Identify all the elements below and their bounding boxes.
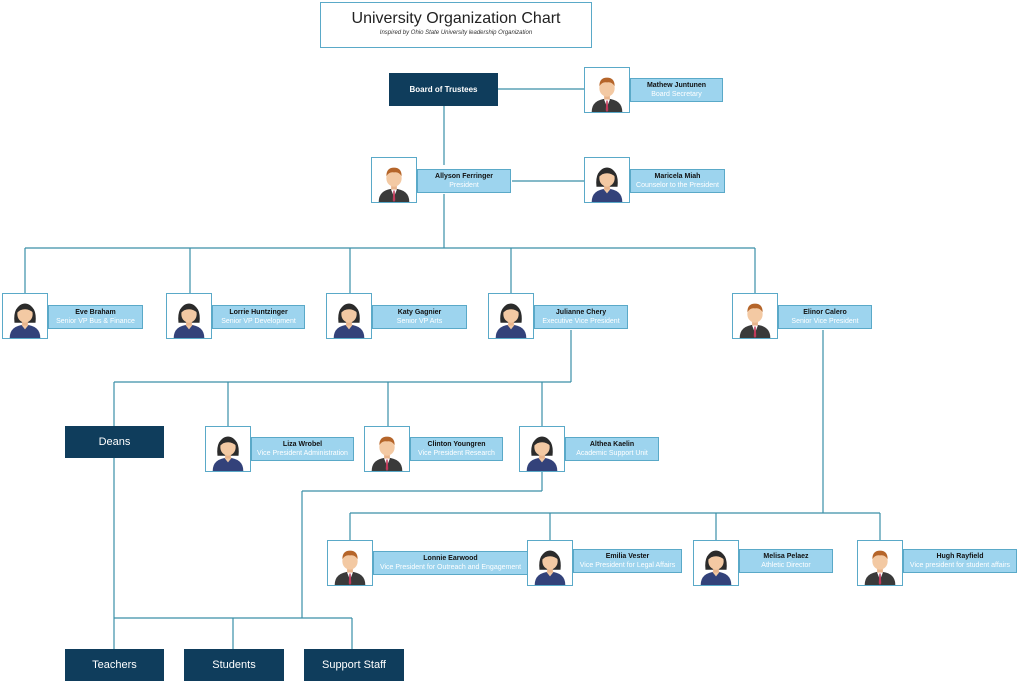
- person-role: Academic Support Unit: [576, 450, 648, 457]
- person-role: Senior VP Arts: [396, 318, 443, 325]
- maricela-photo[interactable]: [584, 157, 630, 203]
- male-avatar-icon: [365, 427, 409, 471]
- male-avatar-icon: [733, 294, 777, 338]
- person-name: Eve Braham: [75, 309, 116, 316]
- female-avatar-icon: [694, 541, 738, 585]
- person-role: Executive Vice President: [542, 318, 620, 325]
- male-avatar-icon: [372, 158, 416, 202]
- chart-subtitle: Inspired by Ohio State University leader…: [379, 30, 533, 36]
- person-name: Althea Kaelin: [589, 441, 635, 448]
- person-role: Vice President Research: [418, 450, 495, 457]
- person-name: Emilia Vester: [605, 553, 650, 560]
- board-of-trustees-box[interactable]: Board of Trustees: [389, 73, 498, 106]
- allyson-photo[interactable]: [371, 157, 417, 203]
- lorrie-photo[interactable]: [166, 293, 212, 339]
- eve-photo[interactable]: [2, 293, 48, 339]
- female-avatar-icon: [520, 427, 564, 471]
- female-avatar-icon: [528, 541, 572, 585]
- person-name: Hugh Rayfield: [936, 553, 984, 560]
- chart-title: University Organization Chart: [351, 10, 561, 27]
- students-box[interactable]: Students: [184, 649, 284, 681]
- person-role: Board Secretary: [651, 91, 702, 98]
- liza-photo[interactable]: [205, 426, 251, 472]
- person-name: Liza Wrobel: [282, 441, 323, 448]
- person-name: Melisa Pelaez: [763, 553, 809, 560]
- person-role: President: [449, 182, 479, 189]
- person-role: Vice President Administration: [257, 450, 348, 457]
- emilia-photo[interactable]: [527, 540, 573, 586]
- person-name: Lorrie Huntzinger: [229, 309, 288, 316]
- person-name: Allyson Ferringer: [435, 173, 493, 180]
- person-name: Maricela Miah: [654, 173, 701, 180]
- person-role: Vice President for Legal Affairs: [579, 562, 676, 569]
- julianne-photo[interactable]: [488, 293, 534, 339]
- deans-box[interactable]: Deans: [65, 426, 164, 458]
- person-name: Katy Gagnier: [397, 309, 442, 316]
- althea-photo[interactable]: [519, 426, 565, 472]
- person-name: Mathew Juntunen: [646, 82, 707, 89]
- person-name: Lonnie Earwood: [423, 555, 478, 562]
- person-name: Elinor Calero: [803, 309, 847, 316]
- female-avatar-icon: [167, 294, 211, 338]
- chart-title-box: University Organization Chart Inspired b…: [320, 2, 592, 48]
- lonnie-photo[interactable]: [327, 540, 373, 586]
- female-avatar-icon: [206, 427, 250, 471]
- person-name: Julianne Chery: [555, 309, 607, 316]
- teachers-box[interactable]: Teachers: [65, 649, 164, 681]
- person-name: Clinton Youngren: [427, 441, 486, 448]
- clinton-photo[interactable]: [364, 426, 410, 472]
- female-avatar-icon: [327, 294, 371, 338]
- person-role: Senior VP Bus & Finance: [56, 318, 135, 325]
- person-role: Senior Vice President: [791, 318, 859, 325]
- person-role: Athletic Director: [761, 562, 811, 569]
- female-avatar-icon: [489, 294, 533, 338]
- elinor-photo[interactable]: [732, 293, 778, 339]
- female-avatar-icon: [3, 294, 47, 338]
- person-role: Vice president for student affairs: [909, 562, 1011, 569]
- katy-photo[interactable]: [326, 293, 372, 339]
- person-role: Senior VP Development: [221, 318, 296, 325]
- male-avatar-icon: [585, 68, 629, 112]
- person-role: Counselor to the President: [636, 182, 719, 189]
- person-role: Vice President for Outreach and Engageme…: [379, 564, 522, 571]
- male-avatar-icon: [858, 541, 902, 585]
- mathew-photo[interactable]: [584, 67, 630, 113]
- support-staff-box[interactable]: Support Staff: [304, 649, 404, 681]
- hugh-photo[interactable]: [857, 540, 903, 586]
- male-avatar-icon: [328, 541, 372, 585]
- female-avatar-icon: [585, 158, 629, 202]
- melisa-photo[interactable]: [693, 540, 739, 586]
